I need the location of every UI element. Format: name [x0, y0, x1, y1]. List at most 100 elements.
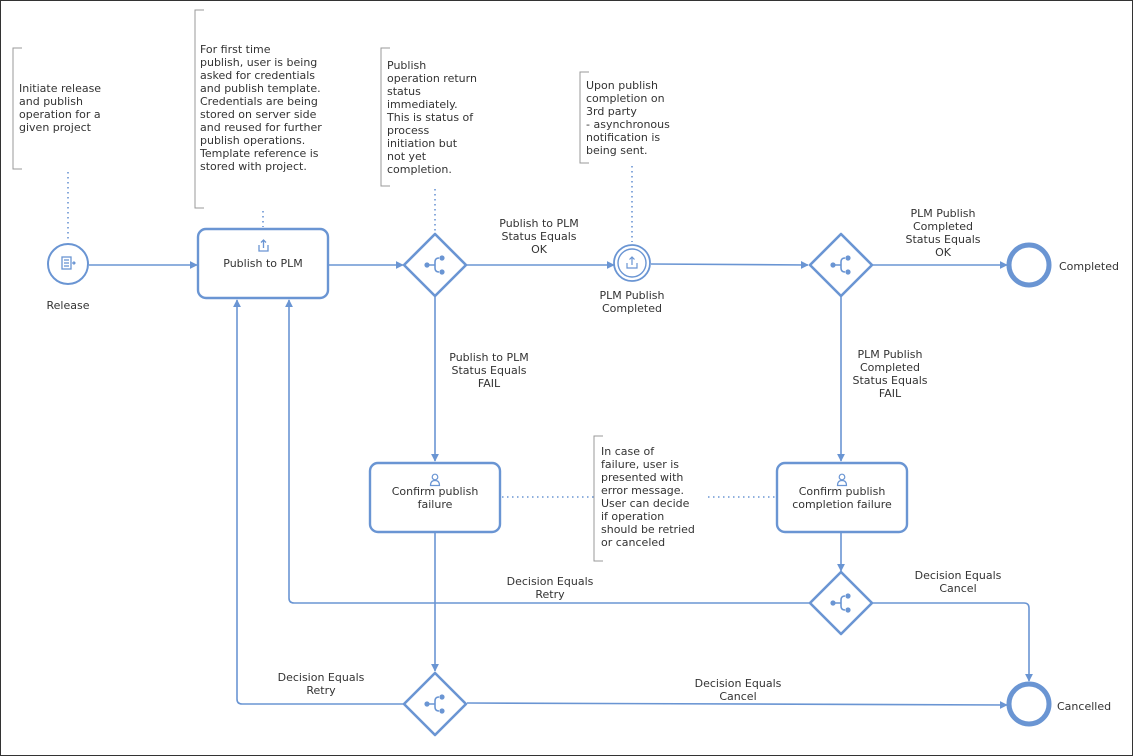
flow-gateway3-retry[interactable] [233, 299, 404, 705]
text-line: This is status of [386, 111, 474, 124]
text-line: completion. [387, 163, 452, 176]
text-line: User can decide [601, 497, 690, 510]
text-line: if operation [601, 510, 664, 523]
branch-icon [424, 255, 445, 275]
text-line: presented with [601, 471, 683, 484]
text-line: Retry [535, 588, 565, 601]
annotation-brackets [12, 9, 603, 562]
text-line: Status Equals [853, 374, 928, 387]
text-line: error message. [601, 484, 684, 497]
start-event-release[interactable] [47, 243, 89, 285]
text-line: Completed [602, 302, 662, 315]
text-line: process [387, 124, 430, 137]
text-line: OK [935, 246, 952, 259]
gateway-completion-decision[interactable] [808, 570, 874, 636]
gateway-publish-decision[interactable] [402, 671, 468, 737]
intermediate-event-plm-publish-completed[interactable] [613, 244, 651, 282]
text-line: Decision Equals [278, 671, 365, 684]
text-line: not yet [387, 150, 427, 163]
text-line: Decision Equals [695, 677, 782, 690]
text-line: Status Equals [502, 230, 577, 243]
gateway-completion-status[interactable] [808, 232, 874, 298]
text-line: PLM Publish [911, 207, 976, 220]
text-line: Upon publish [586, 79, 658, 92]
document-arrow-icon [61, 256, 76, 270]
user-icon [836, 473, 848, 487]
associations [67, 166, 776, 498]
text-line: or canceled [601, 536, 665, 549]
text-line: FAIL [478, 377, 501, 390]
text-line: Status Equals [906, 233, 981, 246]
text-line: Completed [913, 220, 973, 233]
end-event-completed[interactable] [1006, 242, 1052, 288]
text-line: notification is [586, 131, 660, 144]
text-line: Initiate release [19, 82, 101, 95]
text-line: Credentials are being [200, 95, 318, 108]
text-line: stored on server side [200, 108, 317, 121]
task-publish-to-plm[interactable]: Publish to PLM [196, 227, 330, 300]
text-line: For first time [200, 43, 271, 56]
branch-icon [830, 593, 851, 613]
text-line: completion on [586, 92, 665, 105]
text-line: OK [531, 243, 548, 256]
end-event-cancelled[interactable] [1006, 681, 1052, 727]
text-line: Publish to PLM [499, 217, 579, 230]
text-line: Retry [306, 684, 336, 697]
text-line: status [387, 85, 421, 98]
text-line: Publish [387, 59, 426, 72]
text-line: operation for a [19, 108, 101, 121]
text-line: initiation but [387, 137, 458, 150]
text-line: publish operations. [200, 134, 305, 147]
text-line: and reused for further [200, 121, 322, 134]
text-line: Confirm publish [392, 485, 479, 498]
text-line: Cancel [719, 690, 756, 703]
flow-gateway4-retry[interactable] [285, 299, 809, 604]
text-line: immediately. [387, 98, 458, 111]
text-line: Cancel [939, 582, 976, 595]
text-line: failure [418, 498, 453, 511]
text-line: Decision Equals [507, 575, 594, 588]
text-line: In case of [601, 445, 655, 458]
task-publish-label: Publish to PLM [223, 257, 303, 270]
upload-icon [258, 239, 269, 252]
text-line: Decision Equals [915, 569, 1002, 582]
branch-icon [830, 255, 851, 275]
text-line: publish, user is being [200, 56, 317, 69]
text-line: Completed [860, 361, 920, 374]
text-line: should be retried [601, 523, 695, 536]
flow-intermediate-to-gateway2[interactable] [650, 260, 809, 269]
flow-gateway4-cancel[interactable] [873, 602, 1033, 682]
text-line: asked for credentials [200, 69, 315, 82]
sequence-flows [89, 260, 1033, 709]
text-line: operation return [387, 72, 477, 85]
gateway-publish-status[interactable] [402, 232, 468, 298]
end-event-completed-label: Completed [1059, 260, 1119, 273]
user-icon [429, 473, 441, 487]
start-event-label: Release [47, 299, 90, 312]
text-line: 3rd party [586, 105, 637, 118]
text-line: PLM Publish [858, 348, 923, 361]
upload-icon [626, 256, 638, 269]
text-line: and publish template. [200, 82, 321, 95]
text-line: being sent. [586, 144, 648, 157]
text-line: stored with project. [200, 160, 307, 173]
text-line: completion failure [792, 498, 892, 511]
flow-gateway3-cancel[interactable] [466, 700, 1008, 709]
text-line: failure, user is [601, 458, 679, 471]
